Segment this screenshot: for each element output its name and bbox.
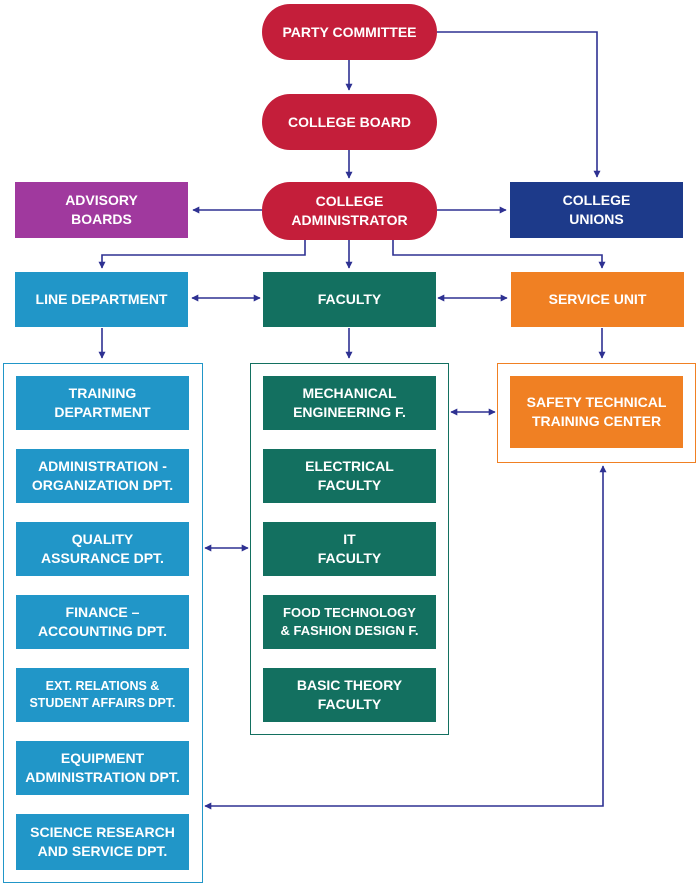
- college-board-node[interactable]: COLLEGE BOARD: [262, 94, 437, 150]
- safety-technical-training-center-node[interactable]: SAFETY TECHNICAL TRAINING CENTER: [510, 376, 683, 448]
- arrow-party-to-unions: [437, 31, 601, 178]
- faculty-group: [250, 363, 449, 735]
- advisory-boards-node[interactable]: ADVISORY BOARDS: [15, 182, 188, 238]
- mechanical-engineering-node[interactable]: MECHANICAL ENGINEERING F.: [263, 376, 436, 430]
- college-unions-node[interactable]: COLLEGE UNIONS: [510, 182, 683, 238]
- basic-theory-faculty-node[interactable]: BASIC THEORY FACULTY: [263, 668, 436, 722]
- arrow-administrator-to-line-department: [98, 240, 306, 269]
- college-administrator-node[interactable]: COLLEGE ADMINISTRATOR: [262, 182, 437, 240]
- equipment-administration-node[interactable]: EQUIPMENT ADMINISTRATION DPT.: [16, 741, 189, 795]
- quality-assurance-node[interactable]: QUALITY ASSURANCE DPT.: [16, 522, 189, 576]
- arrow-safety-to-line-group: [204, 465, 607, 810]
- line-department-group: [3, 363, 203, 883]
- service-unit-group: [497, 363, 696, 463]
- party-committee-node[interactable]: PARTY COMMITTEE: [262, 4, 437, 60]
- it-faculty-node[interactable]: IT FACULTY: [263, 522, 436, 576]
- faculty-node[interactable]: FACULTY: [263, 272, 436, 327]
- administration-organization-node[interactable]: ADMINISTRATION - ORGANIZATION DPT.: [16, 449, 189, 503]
- arrow-administrator-to-service-unit: [392, 240, 606, 269]
- ext-relations-student-affairs-node[interactable]: EXT. RELATIONS & STUDENT AFFAIRS DPT.: [16, 668, 189, 722]
- service-unit-node[interactable]: SERVICE UNIT: [511, 272, 684, 327]
- line-department-node[interactable]: LINE DEPARTMENT: [15, 272, 188, 327]
- finance-accounting-node[interactable]: FINANCE – ACCOUNTING DPT.: [16, 595, 189, 649]
- science-research-service-node[interactable]: SCIENCE RESEARCH AND SERVICE DPT.: [16, 814, 189, 870]
- food-technology-fashion-node[interactable]: FOOD TECHNOLOGY & FASHION DESIGN F.: [263, 595, 436, 649]
- training-department-node[interactable]: TRAINING DEPARTMENT: [16, 376, 189, 430]
- electrical-faculty-node[interactable]: ELECTRICAL FACULTY: [263, 449, 436, 503]
